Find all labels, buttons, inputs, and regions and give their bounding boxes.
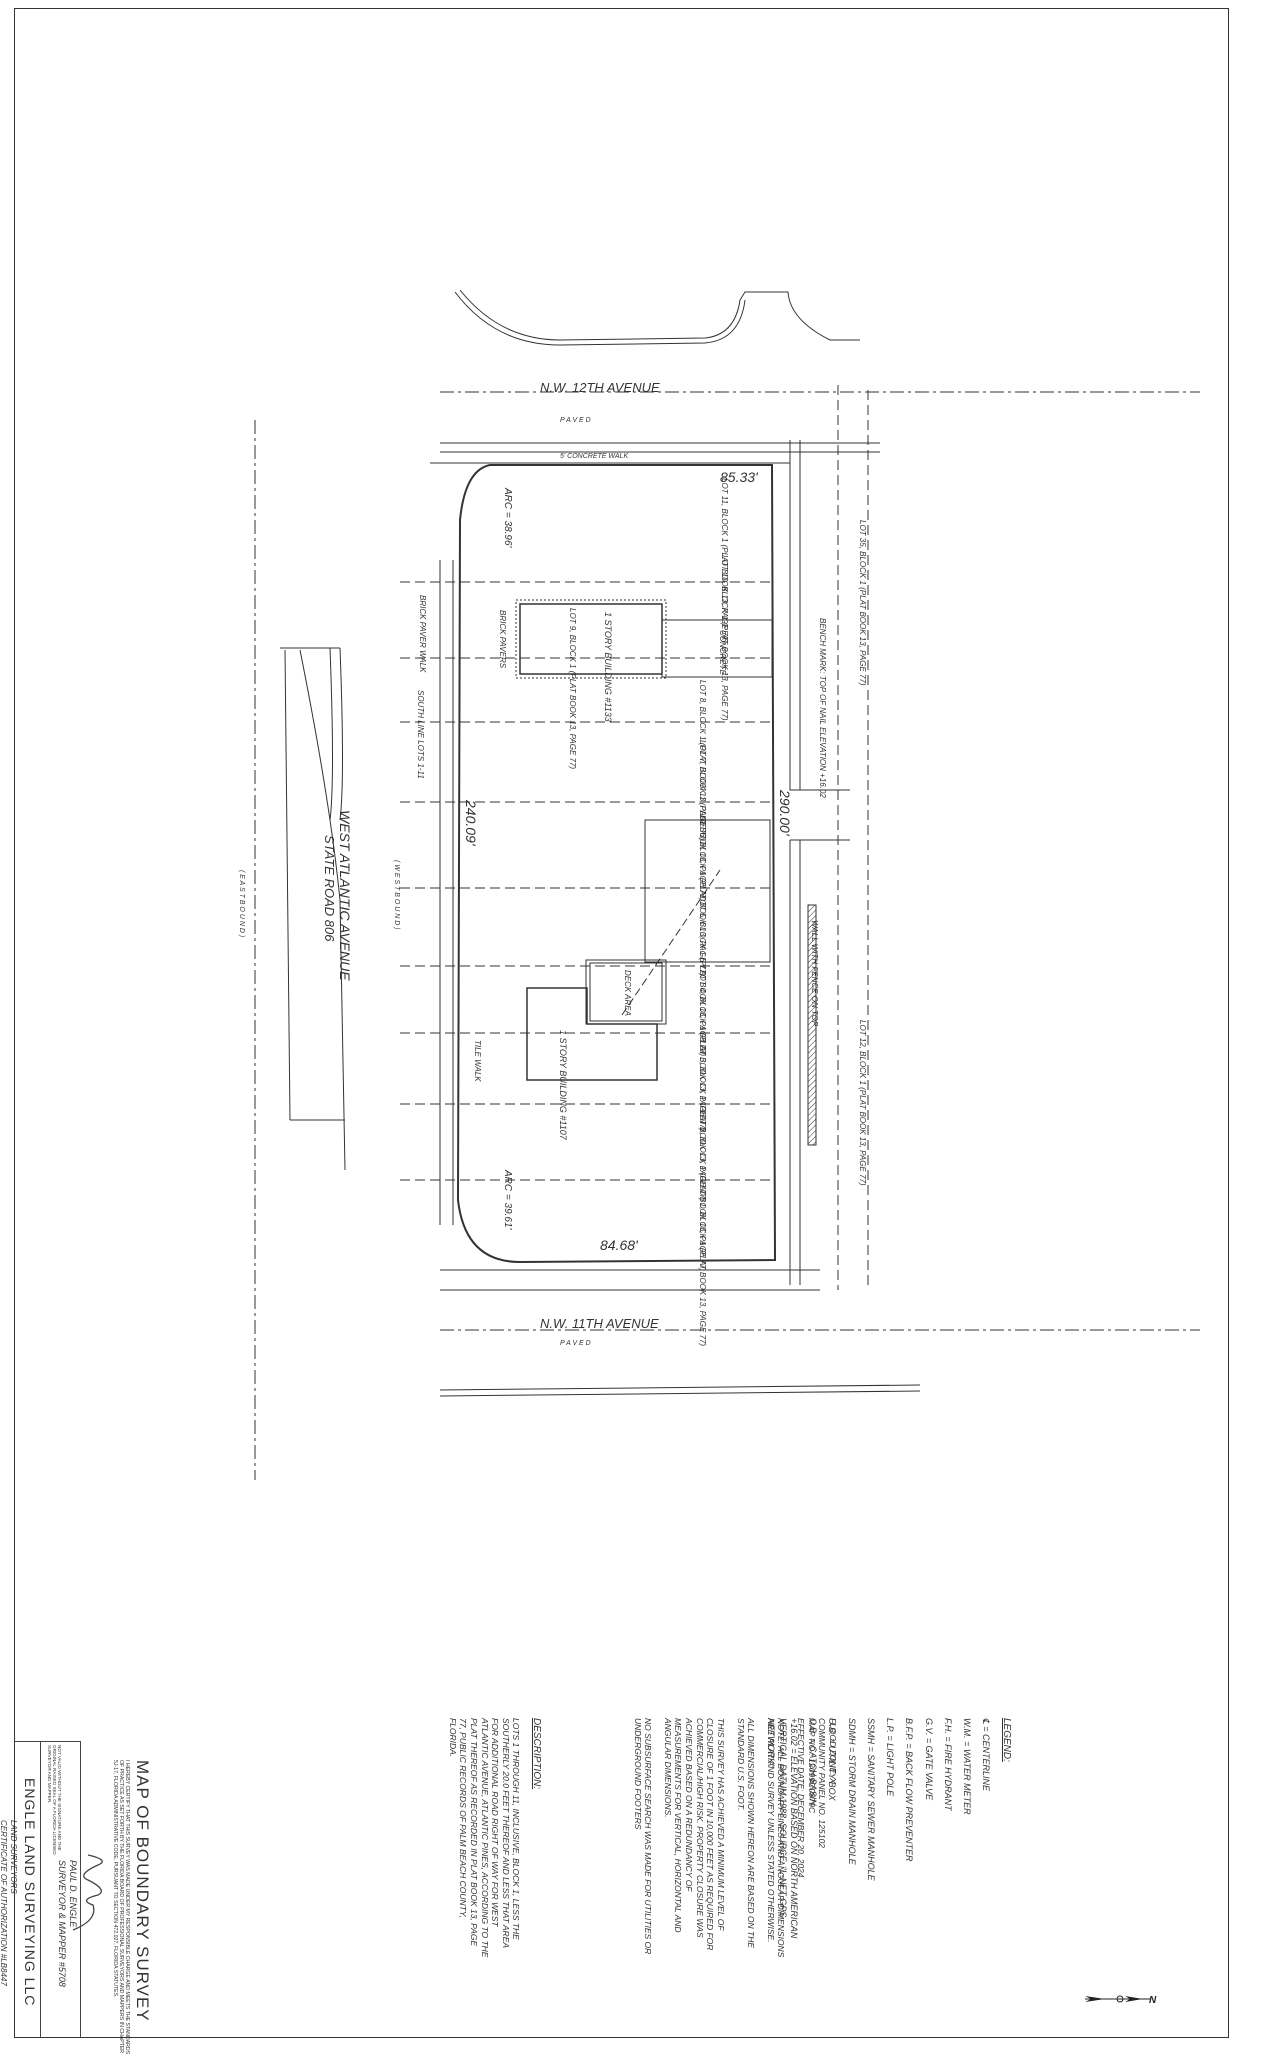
note-1: NOTE: ALL BOUNDARY LINES AND ANGULAR DIM… — [765, 1718, 787, 1958]
note-4: NO SUBSURFACE SEARCH WAS MADE FOR UTILIT… — [632, 1718, 654, 1955]
company-tagline: LAND SURVEYORS — [9, 1820, 18, 1894]
south-line-lots-label: SOUTH LINE LOTS 1-11 — [416, 690, 425, 779]
lot-12-label: LOT 12, BLOCK 1 (PLAT BOOK 13, PAGE 77) — [858, 1020, 867, 1186]
concrete-label: CONCRETE — [718, 630, 727, 676]
note-3: THIS SURVEY HAS ACHIEVED A MINIMUM LEVEL… — [662, 1718, 726, 1951]
flood-zone: FLOOD ZONE: X — [828, 1718, 838, 1784]
lot-35-label: LOT 35, BLOCK 1 (PLAT BOOK 13, PAGE 77) — [858, 520, 867, 686]
lot-4-label: LOT 4, BLOCK 1 (PLAT BOOK 13, PAGE 77) — [698, 970, 707, 1131]
brick-pavers-label: BRICK PAVERS — [498, 610, 507, 669]
main-road-sub-label: STATE ROAD 806 — [322, 835, 337, 942]
legend-item: ℄ = CENTERLINE — [981, 1718, 992, 1792]
surveyor-title: SURVEYOR & MAPPER #5708 — [56, 1860, 67, 1987]
legend-item: G.V. = GATE VALVE — [923, 1718, 934, 1800]
lot-5-label: LOT 5, BLOCK 1 (PLAT BOOK 13, PAGE 77) — [698, 895, 707, 1056]
lot-9-label: LOT 9, BLOCK 1 (PLAT BOOK 13, PAGE 77) — [568, 608, 577, 769]
description-text: LOTS 1 THROUGH 11, INCLUSIVE, BLOCK 1, L… — [447, 1718, 522, 1958]
not-valid-text: NOT VALID WITHOUT THE SIGNATURE AND THE … — [47, 1745, 62, 1855]
description-heading: DESCRIPTION: — [531, 1718, 542, 1790]
notes-block: FLOOD ZONE: X COMMUNITY PANEL NO. 125102… — [623, 1718, 838, 2038]
south-street-label: N.W. 11TH AVENUE — [540, 1316, 659, 1331]
map-title: MAP OF BOUNDARY SURVEY — [133, 1760, 152, 2022]
brick-walk-label: BRICK PAVER WALK — [418, 595, 427, 673]
lot-1-label: LOT 1, BLOCK 1 (PLAT BOOK 13, PAGE 77) — [698, 1185, 707, 1346]
lot-11-label: LOT 11, BLOCK 1 (PLAT BOOK 13, PAGE 77) — [720, 478, 729, 643]
company-cert: CERTIFICATE OF AUTHORIZATION #LB8447 — [0, 1820, 8, 1986]
legend-item: L.P. = LIGHT POLE — [885, 1718, 896, 1797]
legend-item: W.M. = WATER METER — [962, 1718, 973, 1815]
company-name: ENGLE LAND SURVEYING LLC — [22, 1778, 38, 2007]
flood-panel: COMMUNITY PANEL NO. 125102 — [817, 1718, 828, 1848]
description-block: DESCRIPTION: LOTS 1 THROUGH 11, INCLUSIV… — [447, 1718, 542, 2038]
west-line-dim: 240.09' — [463, 799, 479, 847]
flood-effective: EFFECTIVE DATE: DECEMBER 20, 2024 — [796, 1718, 807, 1878]
building-1-label: 1 STORY BUILDING #1133 — [603, 612, 613, 722]
concrete-walk-label: 5' CONCRETE WALK — [560, 453, 628, 460]
main-road-label: WEST ATLANTIC AVENUE — [337, 810, 353, 981]
signature-icon — [72, 1854, 103, 1931]
north-street-label: N.W. 12TH AVENUE — [540, 380, 660, 395]
paved-label-south: P A V E D — [560, 1340, 591, 1347]
titleblock-divider — [80, 1741, 81, 2038]
legend-item: SSMH = SANITARY SEWER MANHOLE — [866, 1718, 876, 1881]
arc-north-dim: ARC = 38.96' — [502, 487, 513, 549]
west-bound-label: ( W E S T B O U N D ) — [393, 860, 400, 930]
paved-label: P A V E D — [560, 417, 591, 424]
company-sub: LAND SURVEYORS CERTIFICATE OF AUTHORIZAT… — [0, 1820, 18, 1986]
lot-6-label: LOT 6, BLOCK 1 (PLAT BOOK 13, PAGE 77) — [698, 815, 707, 976]
titleblock-divider — [40, 1741, 41, 2038]
tile-walk-label: TILE WALK — [473, 1040, 482, 1082]
north-arrow-label: N — [1149, 1995, 1157, 2005]
east-bound-label: ( E A S T B O U N D ) — [238, 870, 245, 937]
benchmark-label: BENCH MARK: TOP OF NAIL ELEVATION +16.02 — [818, 618, 827, 798]
note-2: ALL DIMENSIONS SHOWN HEREON ARE BASED ON… — [735, 1718, 757, 1949]
deck-area-label: DECK AREA — [623, 970, 632, 1016]
legend-item: F.H. = FIRE HYDRANT — [943, 1718, 953, 1811]
lot-3-label: LOT 3, BLOCK 1 (PLAT BOOK 13, PAGE 77) — [698, 1040, 707, 1201]
lot-7-label: LOT 7, BLOCK 1 (PLAT BOOK 13, PAGE 77) — [698, 740, 707, 901]
sheet-border — [14, 8, 1229, 2038]
north-line-dim: 85.33' — [720, 469, 759, 485]
south-line-dim: 84.68' — [600, 1237, 639, 1253]
east-line-dim: 290.00' — [777, 789, 793, 837]
lot-8-label: LOT 8, BLOCK 1 (PLAT BOOK 13, PAGE 77) — [698, 680, 707, 841]
arc-south-dim: ARC = 39.61' — [502, 1169, 513, 1231]
building-2-label: 1 STORY BUILDING #1107 — [558, 1030, 568, 1141]
flood-map-no: MAP NO.: 12099C0979C — [806, 1718, 817, 1814]
lot-2-label: LOT 2, BLOCK 1 (PLAT BOOK 13, PAGE 77) — [698, 1110, 707, 1271]
north-arrow-icon: N — [1085, 1995, 1157, 2005]
wall-fence-label: WALL WITH FENCE ON TOP — [810, 920, 819, 1027]
legend-item: B.F.P. = BACK FLOW PREVENTER — [904, 1718, 915, 1862]
lot-10-label: LOT 10, BLOCK 1 (PLAT BOOK 13, PAGE 77) — [720, 555, 729, 721]
titleblock-divider — [14, 1741, 80, 1742]
legend-heading: LEGEND: — [1001, 1718, 1012, 1762]
legend-item: SDMH = STORM DRAIN MANHOLE — [846, 1718, 857, 1865]
